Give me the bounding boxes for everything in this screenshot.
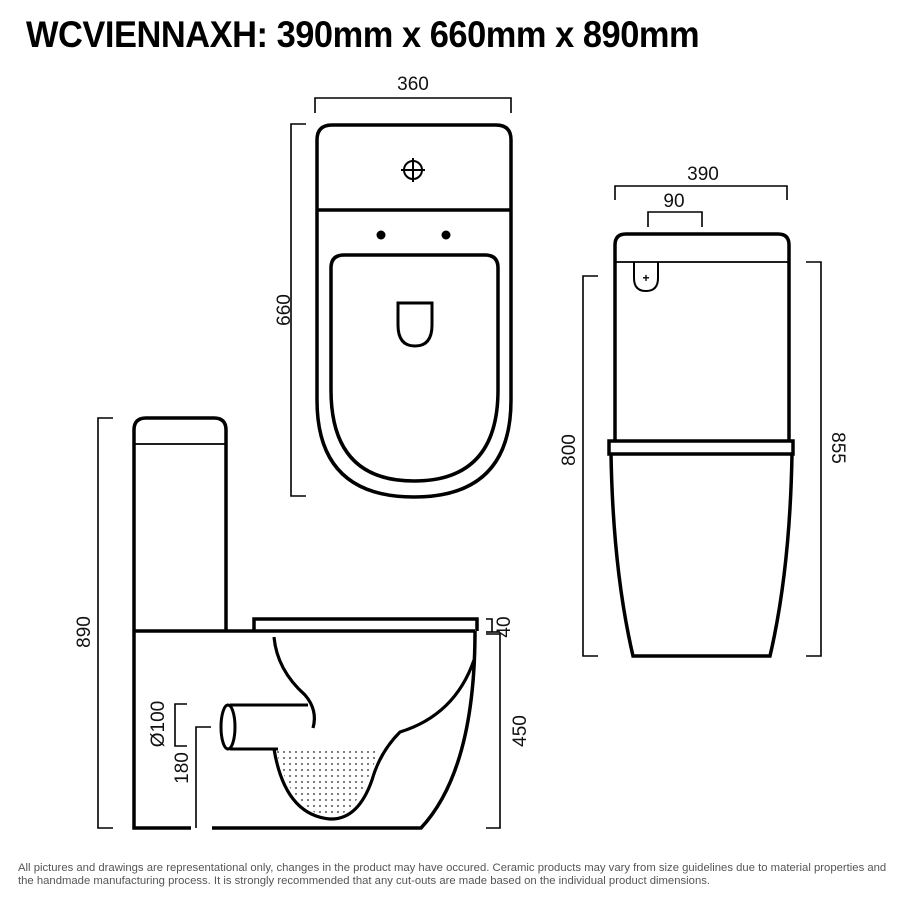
dimension-label-855: 855 bbox=[827, 432, 848, 464]
top-view: 360 660 bbox=[274, 74, 513, 499]
svg-text:+: + bbox=[642, 271, 649, 285]
dimension-40 bbox=[486, 618, 500, 633]
dimension-label-diameter: Ø100 bbox=[148, 701, 169, 747]
dimension-360 bbox=[314, 97, 512, 113]
front-view: 390 90 + 800 855 bbox=[559, 164, 848, 658]
hinge-hole-icon bbox=[376, 230, 386, 240]
dimension-660 bbox=[290, 123, 306, 497]
dimension-890 bbox=[97, 417, 113, 829]
disclaimer: All pictures and drawings are representa… bbox=[18, 862, 888, 888]
top-view-outline bbox=[315, 123, 513, 499]
seat-band-outline bbox=[607, 439, 795, 456]
dimension-label-90: 90 bbox=[663, 191, 684, 212]
seat-side-outline bbox=[252, 617, 479, 631]
dimension-label-890: 890 bbox=[74, 616, 95, 648]
dimension-800 bbox=[582, 275, 598, 657]
pan-side-outline bbox=[132, 630, 477, 830]
dimension-label-390: 390 bbox=[687, 164, 719, 185]
dimension-label-180: 180 bbox=[172, 752, 193, 784]
bowl-opening-outline bbox=[396, 301, 434, 348]
dimension-label-40: 40 bbox=[494, 616, 515, 637]
side-view: 890 Ø100 180 40 45 bbox=[74, 416, 531, 830]
outlet-pipe bbox=[219, 703, 308, 751]
dimension-90 bbox=[647, 211, 703, 227]
dimension-label-660: 660 bbox=[274, 294, 295, 326]
dimension-label-450: 450 bbox=[510, 715, 531, 747]
pan-front-outline bbox=[609, 453, 794, 658]
dimension-label-360: 360 bbox=[397, 74, 429, 95]
cistern-front-outline bbox=[613, 232, 791, 440]
dimension-855 bbox=[806, 261, 822, 657]
dimension-label-800: 800 bbox=[559, 434, 580, 466]
disclaimer-line-1: All pictures and drawings are representa… bbox=[18, 862, 887, 874]
cistern-side-outline bbox=[132, 416, 228, 631]
dimension-390 bbox=[614, 185, 788, 200]
hinge-hole-icon bbox=[441, 230, 451, 240]
page-title: WCVIENNAXH: 390mm x 660mm x 890mm bbox=[26, 14, 700, 55]
flush-button-icon bbox=[401, 158, 425, 182]
water-trap bbox=[272, 659, 476, 821]
disclaimer-line-2: the handmade manufacturing process. It i… bbox=[18, 875, 711, 887]
water-fill bbox=[276, 749, 380, 818]
seat-lid-outline bbox=[329, 253, 500, 483]
flush-button-icon bbox=[633, 262, 659, 293]
dimension-outlet-height bbox=[195, 726, 211, 828]
dimension-450 bbox=[486, 633, 501, 829]
bowl-interior bbox=[272, 636, 316, 729]
dimension-outlet-diameter bbox=[174, 703, 187, 747]
